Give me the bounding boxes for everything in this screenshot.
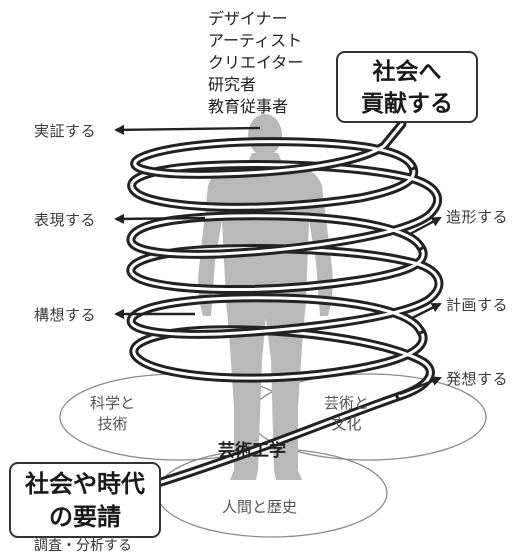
origin-box: 社会や時代 の要請 — [9, 462, 161, 538]
role-creator: クリエイター — [208, 53, 304, 72]
origin-line1: 社会や時代 — [25, 470, 145, 498]
venn-human-history — [156, 448, 388, 538]
arrow-verify — [113, 124, 261, 135]
arrow-plan — [411, 302, 442, 320]
role-artist: アーティスト — [208, 31, 303, 50]
label-plan: 計画する — [446, 296, 509, 314]
arrow-express — [113, 213, 206, 224]
venn-art-label: 芸術と 文化 — [324, 393, 369, 435]
venn-art-line2: 文化 — [331, 415, 362, 433]
label-ideate: 発想する — [446, 370, 509, 388]
venn-science-label: 科学と 技術 — [90, 393, 135, 435]
label-conceive: 構想する — [34, 306, 97, 324]
arrow-shape — [409, 216, 442, 236]
venn-art-line1: 芸術と — [324, 394, 370, 412]
venn-science-line2: 技術 — [97, 415, 128, 433]
label-shape: 造形する — [446, 208, 509, 226]
goal-line2: 貢献する — [361, 91, 453, 117]
goal-line1: 社会へ — [372, 59, 442, 85]
role-designer: デザイナー — [208, 9, 288, 28]
role-researcher: 研究者 — [208, 75, 257, 94]
label-verify: 実証する — [34, 122, 97, 140]
label-express: 表現する — [34, 211, 97, 229]
arrow-ideate — [399, 376, 442, 396]
roles-list: デザイナー アーティスト クリエイター 研究者 教育従事者 — [208, 8, 303, 118]
goal-box: 社会へ 貢献する — [336, 51, 478, 123]
origin-line2: の要請 — [49, 503, 121, 531]
caption-investigate: 調査・分析する — [34, 538, 132, 554]
role-educator: 教育従事者 — [208, 97, 289, 116]
action-arrows — [113, 124, 442, 396]
venn-science-line1: 科学と — [90, 394, 136, 412]
venn-human-label: 人間と歴史 — [222, 498, 298, 516]
venn-core-label: 芸術工学 — [218, 441, 286, 461]
